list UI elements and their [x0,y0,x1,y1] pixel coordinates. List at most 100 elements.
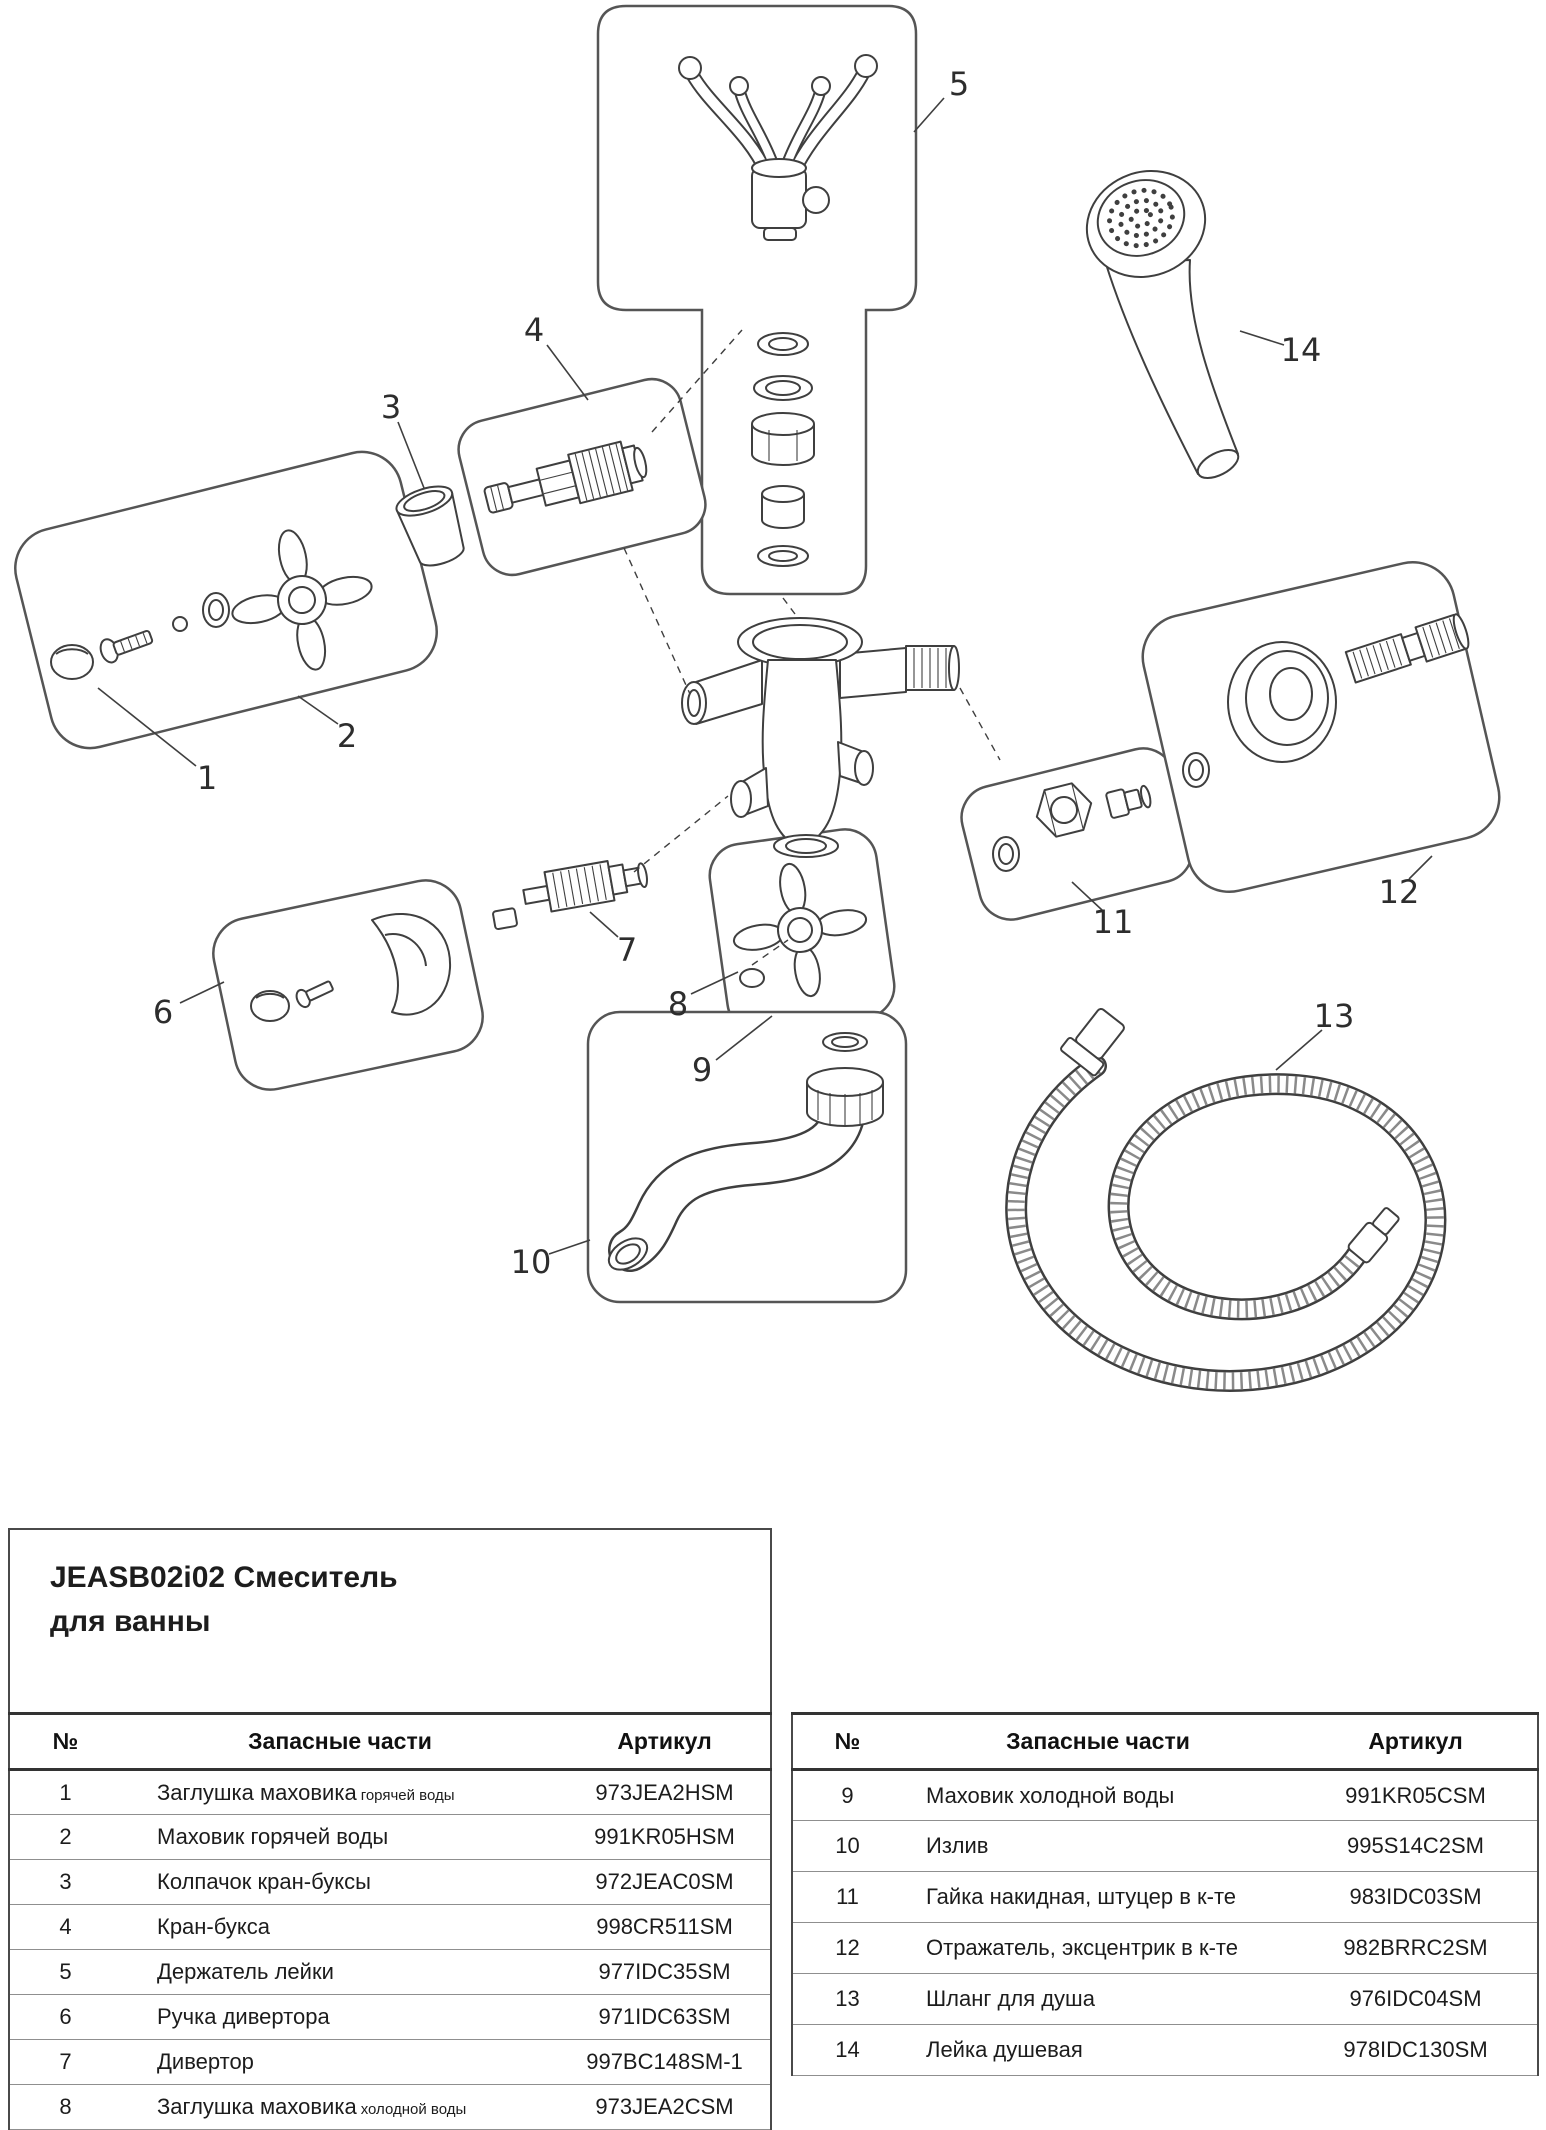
parts-table-right: № Запасные части Артикул 9 Маховик холод… [791,1712,1539,2076]
part-number: 12 [792,1922,902,1974]
part-number: 13 [792,1973,902,2025]
handle-screw [99,629,154,664]
part-article: 971IDC63SM [559,1994,771,2040]
hot-handle-cap [50,644,94,680]
part-name-smalltext: горячей воды [360,1786,455,1804]
part-number: 2 [9,1814,121,1860]
part-article: 997BC148SM-1 [559,2039,771,2085]
product-title-line1: JEASB02i02 Смеситель [50,1561,398,1594]
part-number: 4 [9,1904,121,1950]
part-name: Излив [902,1820,1294,1872]
part-name-text: Маховик холодной воды [926,1782,1175,1808]
diagram-svg: 1 2 3 4 5 6 7 8 9 10 11 12 13 14 [14,4,1501,1392]
col-header-article: Артикул [1294,1712,1538,1771]
part-article: 982BRRC2SM [1294,1922,1538,1974]
part-number: 5 [9,1949,121,1995]
part-article: 978IDC130SM [1294,2024,1538,2076]
part-name-smalltext: холодной воды [360,2101,467,2118]
callout-6: 6 [153,993,173,1031]
diverter-part7 [492,860,648,931]
part-number: 8 [9,2084,121,2130]
part-name: Гайка накидная, штуцер в к-те [902,1871,1294,1923]
part-name: Ручка дивертора [121,1994,559,2040]
table-row: 14 Лейка душевая 978IDC130SM [792,2024,1538,2076]
part-name-text: Заглушка маховика [157,2094,357,2119]
part-name: Дивертор [121,2039,559,2085]
col-header-number: № [792,1712,902,1771]
part-name: Кран-букса [121,1904,559,1950]
info-block: JEASB02i02 Смеситель для ванны № Запасны… [8,1528,1539,2130]
faucet-body [681,617,960,858]
table-row: 6 Ручка дивертора 971IDC63SM [9,1994,771,2040]
shower-holder [678,54,878,241]
callout-3: 3 [381,388,401,426]
part-name: Отражатель, эксцентрик в к-те [902,1922,1294,1974]
table-row: 5 Держатель лейки 977IDC35SM [9,1949,771,1995]
cold-handle-panel-part8-9 [708,828,896,1034]
part-number: 9 [792,1769,902,1821]
part-name-text: Держатель лейки [157,1959,334,1984]
part-number: 14 [792,2024,902,2076]
callout-2: 2 [337,717,357,755]
col-header-parts: Запасные части [121,1712,559,1771]
part-name-text: Отражатель, эксцентрик в к-те [926,1935,1238,1960]
nut-panel-part11 [960,747,1194,921]
callout-10: 10 [511,1243,552,1281]
cartridge-panel-part4 [457,377,707,577]
part-name-text: Маховик горячей воды [157,1824,389,1849]
cartridge [483,440,648,514]
table-header-row: № Запасные части Артикул [792,1712,1538,1771]
hot-handle [231,529,373,671]
part-article: 977IDC35SM [559,1949,771,1995]
part-article: 991KR05HSM [559,1814,771,1860]
table-row: 2 Маховик горячей воды 991KR05HSM [9,1814,771,1860]
table-row: 4 Кран-букса 998CR511SM [9,1904,771,1950]
eccentric [1344,613,1470,684]
part-name-text: Ручка дивертора [157,2004,330,2029]
product-title-line2: для ванны [50,1604,211,1638]
callout-11: 11 [1093,903,1134,941]
table-row: 3 Колпачок кран-буксы 972JEAC0SM [9,1859,771,1905]
part-name-text: Лейка душевая [926,2037,1083,2062]
col-header-number: № [9,1712,121,1771]
part-article: 972JEAC0SM [559,1859,771,1905]
shower-head-part14 [1085,170,1240,479]
spout-panel-part10 [586,1010,908,1304]
callout-14: 14 [1281,331,1322,369]
part-name-text: Колпачок кран-буксы [157,1869,371,1894]
part-article: 973JEA2HSM [559,1769,771,1815]
part-number: 6 [9,1994,121,2040]
parts-tables: № Запасные части Артикул 1 Заглушка махо… [8,1712,1539,2130]
part-number: 11 [792,1871,902,1923]
part-name: Лейка душевая [902,2024,1294,2076]
union-nut [1035,782,1093,838]
escutcheon-panel-part12 [1141,560,1501,894]
table-row: 9 Маховик холодной воды 991KR05CSM [792,1769,1538,1821]
callout-8: 8 [668,985,688,1023]
diverter-screw [295,980,334,1009]
part-name: Колпачок кран-буксы [121,1859,559,1905]
part-article: 983IDC03SM [1294,1871,1538,1923]
part-name-text: Заглушка маховика [157,1779,357,1805]
shower-hose-part13 [1005,1007,1447,1392]
table-row: 7 Дивертор 997BC148SM-1 [9,2039,771,2085]
parts-table-left: № Запасные части Артикул 1 Заглушка махо… [8,1712,772,2130]
part-name-text: Излив [926,1833,989,1858]
callout-1: 1 [197,759,217,797]
hose-fitting-end [1347,1207,1400,1264]
table-row: 13 Шланг для душа 976IDC04SM [792,1973,1538,2025]
part-name-text: Кран-букса [157,1914,270,1939]
part-name-text: Шланг для душа [926,1986,1095,2011]
part-name: Шланг для душа [902,1973,1294,2025]
cold-handle [732,862,868,998]
callout-5: 5 [949,65,969,103]
callout-7: 7 [617,931,637,969]
callout-9: 9 [692,1051,712,1089]
part-number: 1 [9,1769,121,1815]
part-number: 7 [9,2039,121,2085]
spout [607,1067,884,1272]
exploded-diagram: 1 2 3 4 5 6 7 8 9 10 11 12 13 14 [14,4,1501,1392]
